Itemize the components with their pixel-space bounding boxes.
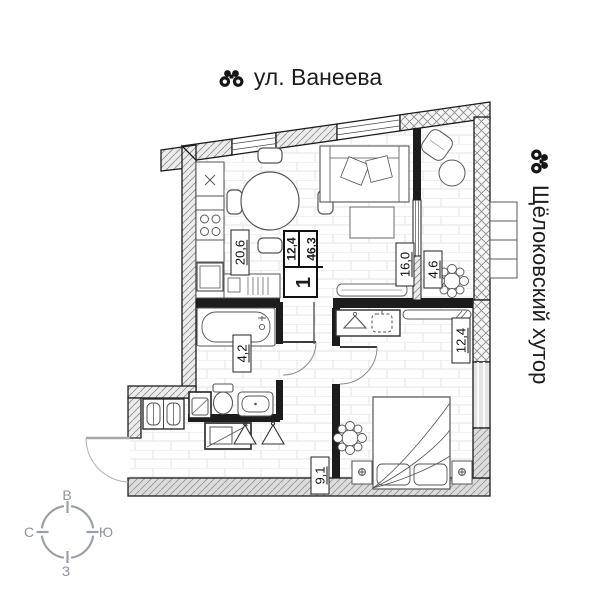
kitchen-lower-cabinet (223, 273, 281, 299)
hall-wardrobe (142, 398, 185, 430)
bedroom-door (339, 346, 378, 385)
stove (195, 209, 225, 241)
compass-rose: В Ю З С (0, 470, 140, 600)
entrance-door-opening (128, 437, 141, 479)
street-label-top: ул. Ванеева (0, 64, 600, 91)
bedroom-wardrobe (335, 309, 401, 337)
balcony-table (438, 159, 466, 187)
street-label-right: Щёлоковский хутор (522, 148, 558, 448)
hall-hangers (233, 421, 285, 445)
bathroom-sink (237, 391, 274, 417)
stamp-living-area-cell: 12,4 (285, 232, 300, 268)
bathtub (196, 307, 276, 347)
sofa (319, 145, 410, 203)
dining-table (226, 147, 334, 254)
fridge (196, 262, 224, 292)
compass-right-label: Ю (98, 524, 114, 540)
tv-console (336, 283, 408, 297)
coffee-table (349, 206, 395, 239)
stamp-rooms-cell: 1 (285, 268, 323, 296)
rooms-count-value: 1 (292, 276, 315, 288)
balcony-partition (412, 199, 422, 301)
toilet (212, 383, 234, 415)
total-area-value: 46,3 (304, 237, 319, 261)
entrance-door (85, 436, 130, 483)
living-area-value: 12,4 (284, 237, 299, 261)
street-name-top: ул. Ванеева (253, 64, 383, 90)
compass-circle (36, 501, 99, 563)
apartment-stamp: 12,4 46,3 1 (283, 230, 324, 298)
area-label-hallway: 9,1 (310, 456, 330, 495)
area-label-balcony: 4,6 (423, 250, 443, 289)
compass-left-label: С (23, 524, 35, 540)
area-label-kitchen-living: 20,6 (230, 229, 250, 276)
stamp-total-area-cell: 46,3 (300, 232, 324, 268)
compass-top-label: В (62, 487, 72, 503)
street-name-right: Щёлоковский хутор (528, 185, 553, 385)
binoculars-icon (219, 69, 244, 87)
area-label-bedroom: 12,4 (451, 317, 471, 364)
nightstands (351, 460, 473, 485)
washing-machine (188, 391, 212, 419)
balcony-chair (421, 129, 453, 161)
bathroom-door (282, 341, 317, 376)
area-label-living-zone: 16,0 (395, 242, 415, 287)
binoculars-icon (531, 149, 548, 174)
bed (372, 396, 451, 490)
compass-bottom-label: З (61, 563, 71, 579)
facade-boxes (489, 201, 518, 279)
bedroom-radiator-shelf (402, 309, 472, 320)
bedroom-plant (333, 421, 367, 455)
area-label-bathroom: 4,2 (232, 334, 252, 373)
